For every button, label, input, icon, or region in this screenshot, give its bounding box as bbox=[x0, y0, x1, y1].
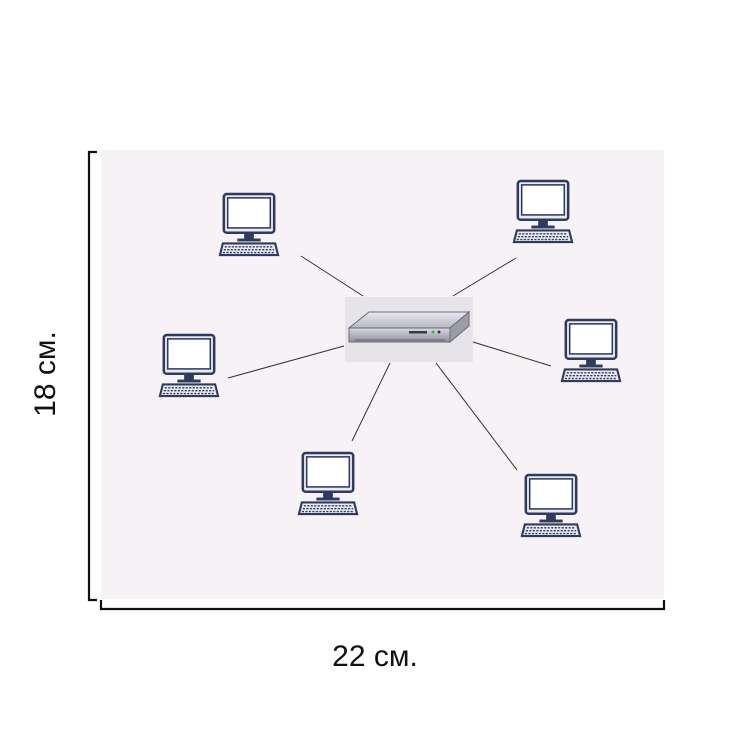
link-pc-2 bbox=[452, 257, 517, 297]
link-pc-5 bbox=[351, 362, 391, 442]
width-ruler bbox=[99, 600, 666, 611]
hub-server bbox=[345, 297, 473, 362]
computer-icon bbox=[512, 179, 574, 244]
computer-icon bbox=[218, 192, 280, 257]
height-dimension-label: 18 см. bbox=[29, 331, 62, 417]
computer-icon bbox=[520, 473, 582, 538]
computer-icon bbox=[560, 318, 622, 383]
computer-icon bbox=[158, 333, 220, 398]
computer-icon bbox=[297, 451, 359, 516]
server-icon bbox=[347, 310, 471, 344]
width-dimension-label: 22 см. bbox=[332, 640, 418, 673]
link-pc-1 bbox=[300, 255, 364, 297]
link-pc-4 bbox=[472, 341, 552, 367]
link-pc-3 bbox=[227, 345, 345, 379]
height-ruler bbox=[87, 150, 97, 602]
link-pc-6 bbox=[435, 362, 518, 471]
links bbox=[227, 255, 552, 471]
